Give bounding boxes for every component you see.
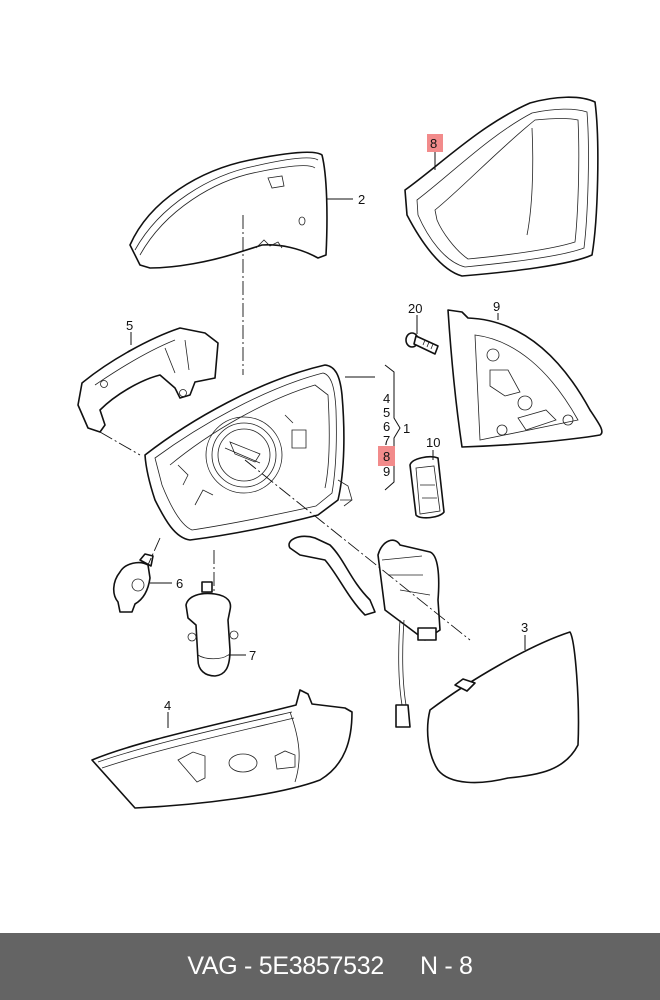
part-mirror-glass-frame[interactable] [404,96,599,277]
brand-label: VAG [187,952,238,980]
separator: - [444,952,453,980]
part-mirror-cap[interactable] [129,151,328,269]
assembly-line [147,537,161,566]
group-item-7[interactable]: 7 [383,433,390,448]
assembly-line [244,459,471,641]
part-sensor[interactable] [112,553,154,613]
part-mirror-housing[interactable] [144,364,353,541]
callout-7[interactable]: 7 [249,648,256,663]
part-screw[interactable] [405,332,439,355]
callout-9[interactable]: 9 [493,299,500,314]
callout-3[interactable]: 3 [521,620,528,635]
group-item-5[interactable]: 5 [383,405,390,420]
callout-2[interactable]: 2 [358,192,365,207]
part-mirror-glass[interactable] [426,631,580,784]
callout-1[interactable]: 1 [403,421,410,436]
assembly-line [99,431,141,456]
part-wiring-harness[interactable] [288,535,441,728]
separator: - [244,952,253,980]
callout-4[interactable]: 4 [164,698,171,713]
part-adjustment-motor[interactable] [185,581,239,677]
callout-8-top[interactable]: 8 [430,136,437,151]
callout-6[interactable]: 6 [176,576,183,591]
group-item-8[interactable]: 8 [383,449,390,464]
group-item-6[interactable]: 6 [383,419,390,434]
callout-10[interactable]: 10 [426,435,440,450]
highlight-box-8 [427,134,443,152]
part-number: 5E3857532 [258,952,385,980]
position-prefix: N [419,952,438,980]
part-base-plate[interactable] [447,309,603,448]
position-number: 8 [459,952,473,980]
part-mounting-bracket[interactable] [77,327,219,433]
group-item-9[interactable]: 9 [383,464,390,479]
callout-5[interactable]: 5 [126,318,133,333]
group-bracket [384,364,401,491]
part-turn-signal[interactable] [409,456,445,519]
part-number-footer: VAG - 5E3857532 N - 8 [0,933,660,1000]
part-lower-cover[interactable] [91,689,353,809]
group-item-4[interactable]: 4 [383,391,390,406]
highlight-box-group-8 [378,446,395,466]
callout-20[interactable]: 20 [408,301,422,316]
parts-diagram: 2 8 5 20 9 10 6 7 4 3 4 5 6 7 8 9 1 [77,96,603,809]
